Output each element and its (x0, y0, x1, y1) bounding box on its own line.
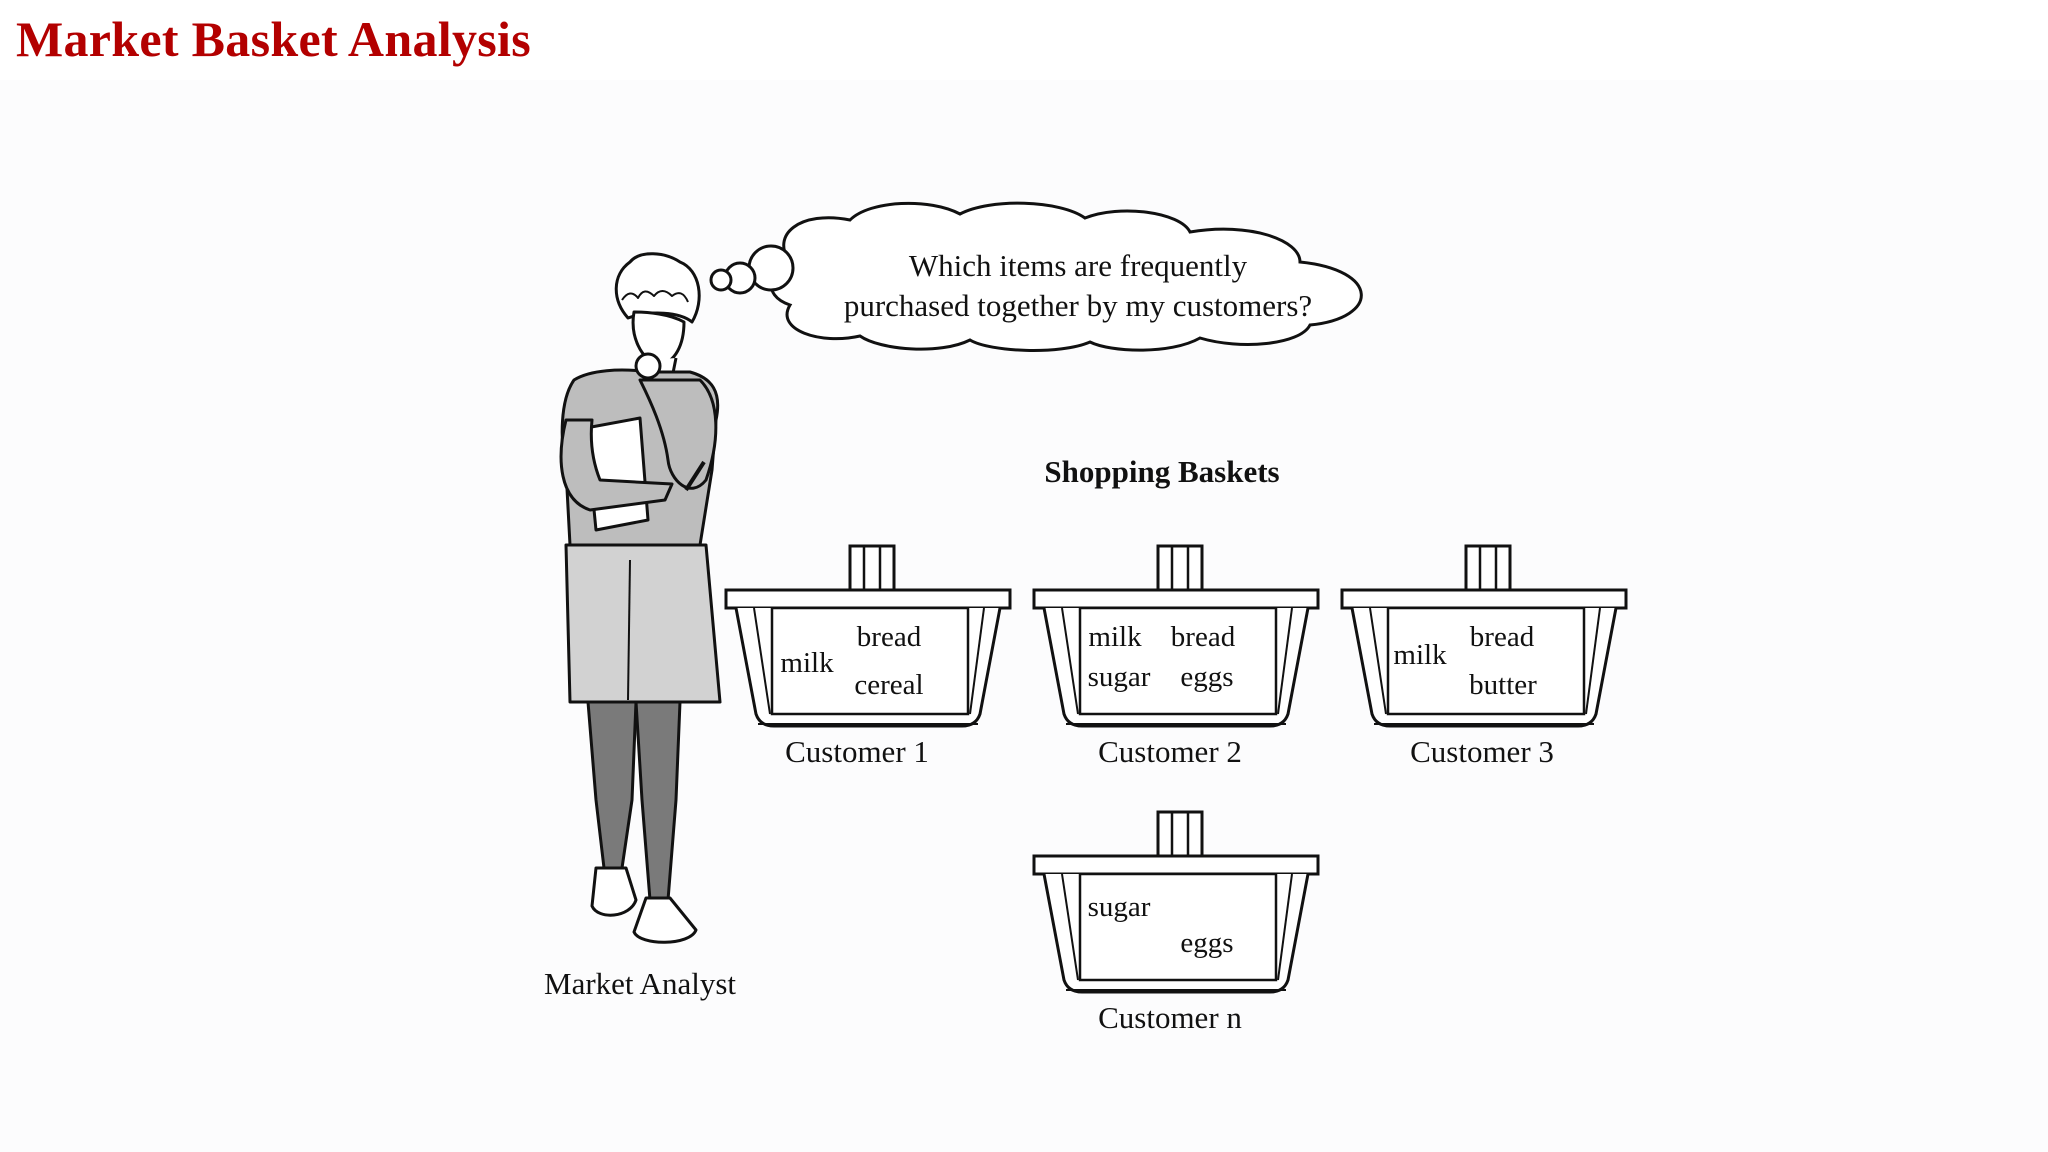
basket-item: eggs (1180, 927, 1233, 959)
basket-item: cereal (854, 669, 923, 701)
basket-item: sugar (1088, 891, 1151, 923)
basket-item: sugar (1088, 661, 1151, 693)
basket-item: butter (1469, 669, 1537, 701)
customer-label: Customer 3 (1410, 734, 1554, 769)
customer-label: Customer n (1098, 1000, 1242, 1035)
basket-item: bread (857, 621, 922, 653)
thought-line-1: Which items are frequently (909, 248, 1248, 283)
basket-item: milk (1088, 621, 1142, 653)
market-analyst-label: Market Analyst (544, 966, 736, 1001)
customer-label: Customer 1 (785, 734, 929, 769)
thought-line-2: purchased together by my customers? (844, 288, 1312, 323)
customer-label: Customer 2 (1098, 734, 1242, 769)
basket-customer-n: sugar eggs Customer n (1032, 810, 1320, 1035)
basket-item: eggs (1180, 661, 1233, 693)
shopping-baskets-heading: Shopping Baskets (1044, 454, 1279, 489)
basket-customer-1: bread milk cereal Customer 1 (724, 544, 1012, 769)
basket-item: milk (1393, 639, 1447, 671)
basket-item: bread (1470, 621, 1535, 653)
basket-customer-2: milk bread sugar eggs Customer 2 (1032, 544, 1320, 769)
page-title: Market Basket Analysis (16, 11, 531, 67)
thought-bubble: Which items are frequently purchased tog… (709, 201, 1363, 352)
basket-customer-3: bread milk butter Customer 3 (1340, 544, 1628, 769)
basket-item: bread (1171, 621, 1236, 653)
basket-item: milk (780, 647, 834, 679)
market-analyst-figure: Market Analyst (544, 252, 736, 1001)
